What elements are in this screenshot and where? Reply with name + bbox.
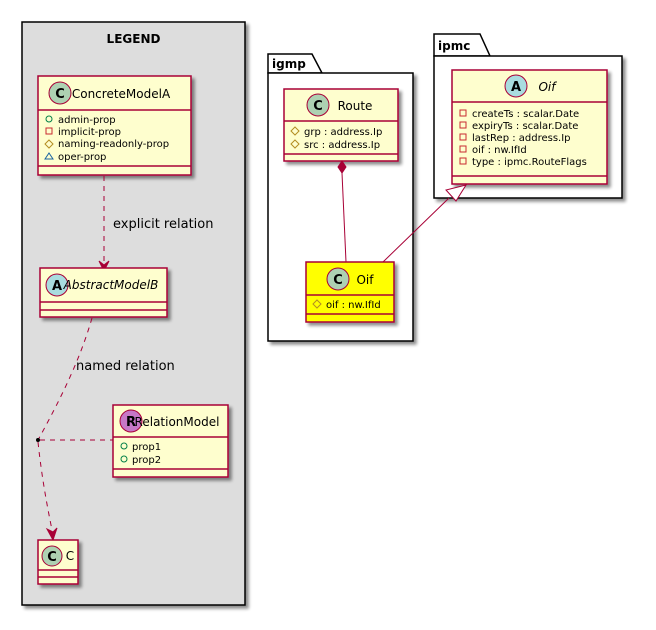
- prop-label: admin-prop: [58, 115, 116, 126]
- class-name: C: [66, 549, 74, 563]
- inheritance-arrow-icon: [445, 184, 468, 202]
- legend-title: LEGEND: [107, 32, 161, 46]
- class-badge-icon: [48, 81, 72, 105]
- explicit-relation-label: explicit relation: [113, 217, 213, 232]
- class-badge-icon: [306, 93, 330, 117]
- abstract-badge-icon: [45, 273, 69, 297]
- vis-protected-icon: [312, 299, 322, 309]
- class-name: RelationModel: [135, 415, 220, 429]
- named-relation-label: named relation: [76, 359, 175, 374]
- class-badge-letter: C: [47, 550, 57, 565]
- vis-public-icon: [120, 455, 128, 463]
- relation-badge-icon: [119, 409, 143, 433]
- class-c[interactable]: C C: [37, 539, 79, 585]
- class-igmp-oif[interactable]: C Oif oif : nw.IfId: [305, 261, 395, 323]
- prop-label: oper-prop: [58, 152, 106, 163]
- class-relation-model[interactable]: R RelationModel prop1 prop2: [112, 404, 229, 478]
- vis-private-icon: [45, 127, 53, 135]
- prop-label: oif : nw.IfId: [472, 145, 527, 156]
- vis-protected-icon: [290, 126, 300, 136]
- vis-private-icon: [459, 109, 467, 117]
- prop-label: createTs : scalar.Date: [472, 109, 579, 120]
- class-name: Oif: [356, 273, 374, 287]
- relation-badge-letter: R: [126, 415, 136, 430]
- vis-protected-icon: [290, 139, 300, 149]
- class-ipmc-oif[interactable]: A Oif createTs : scalar.Date expiryTs : …: [451, 69, 608, 185]
- class-name: ConcreteModelA: [72, 87, 171, 101]
- abstract-badge-letter: A: [511, 80, 521, 95]
- vis-public-icon: [120, 442, 128, 450]
- composition-line: [337, 160, 347, 263]
- vis-protected-icon: [44, 139, 54, 149]
- vis-private-icon: [459, 145, 467, 153]
- vis-private-icon: [459, 133, 467, 141]
- class-name: AbstractModelB: [63, 278, 159, 292]
- class-concrete-model-a[interactable]: C ConcreteModelA admin-prop implicit-pro…: [37, 75, 192, 176]
- class-badge-letter: C: [333, 273, 343, 288]
- prop-label: implicit-prop: [58, 127, 121, 138]
- prop-label: prop2: [132, 455, 161, 466]
- class-name: Oif: [538, 80, 557, 94]
- named-relation-line: [36, 317, 113, 542]
- class-badge-letter: C: [55, 87, 65, 102]
- abstract-badge-icon: [504, 74, 528, 98]
- prop-label: type : ipmc.RouteFlags: [472, 157, 587, 168]
- class-name: Route: [338, 99, 373, 113]
- class-abstract-model-b[interactable]: A AbstractModelB: [39, 267, 168, 318]
- prop-label: src : address.Ip: [304, 140, 380, 151]
- vis-private-icon: [459, 121, 467, 129]
- class-badge-icon: [41, 545, 63, 567]
- package-title: ipmc: [438, 39, 470, 53]
- vis-package-icon: [44, 152, 54, 160]
- package-title: igmp: [272, 57, 306, 71]
- vis-private-icon: [459, 157, 467, 165]
- class-route[interactable]: C Route grp : address.Ip src : address.I…: [283, 88, 399, 162]
- prop-label: oif : nw.IfId: [326, 300, 381, 311]
- prop-label: naming-readonly-prop: [58, 139, 169, 150]
- abstract-badge-letter: A: [52, 279, 62, 294]
- vis-public-icon: [45, 115, 53, 123]
- class-badge-letter: C: [313, 99, 323, 114]
- association-node: [36, 438, 40, 442]
- prop-label: expiryTs : scalar.Date: [472, 121, 578, 132]
- class-badge-icon: [326, 267, 350, 291]
- inheritance-line: [382, 184, 468, 263]
- prop-label: grp : address.Ip: [304, 127, 382, 138]
- prop-label: prop1: [132, 442, 161, 453]
- prop-label: lastRep : address.Ip: [472, 133, 571, 144]
